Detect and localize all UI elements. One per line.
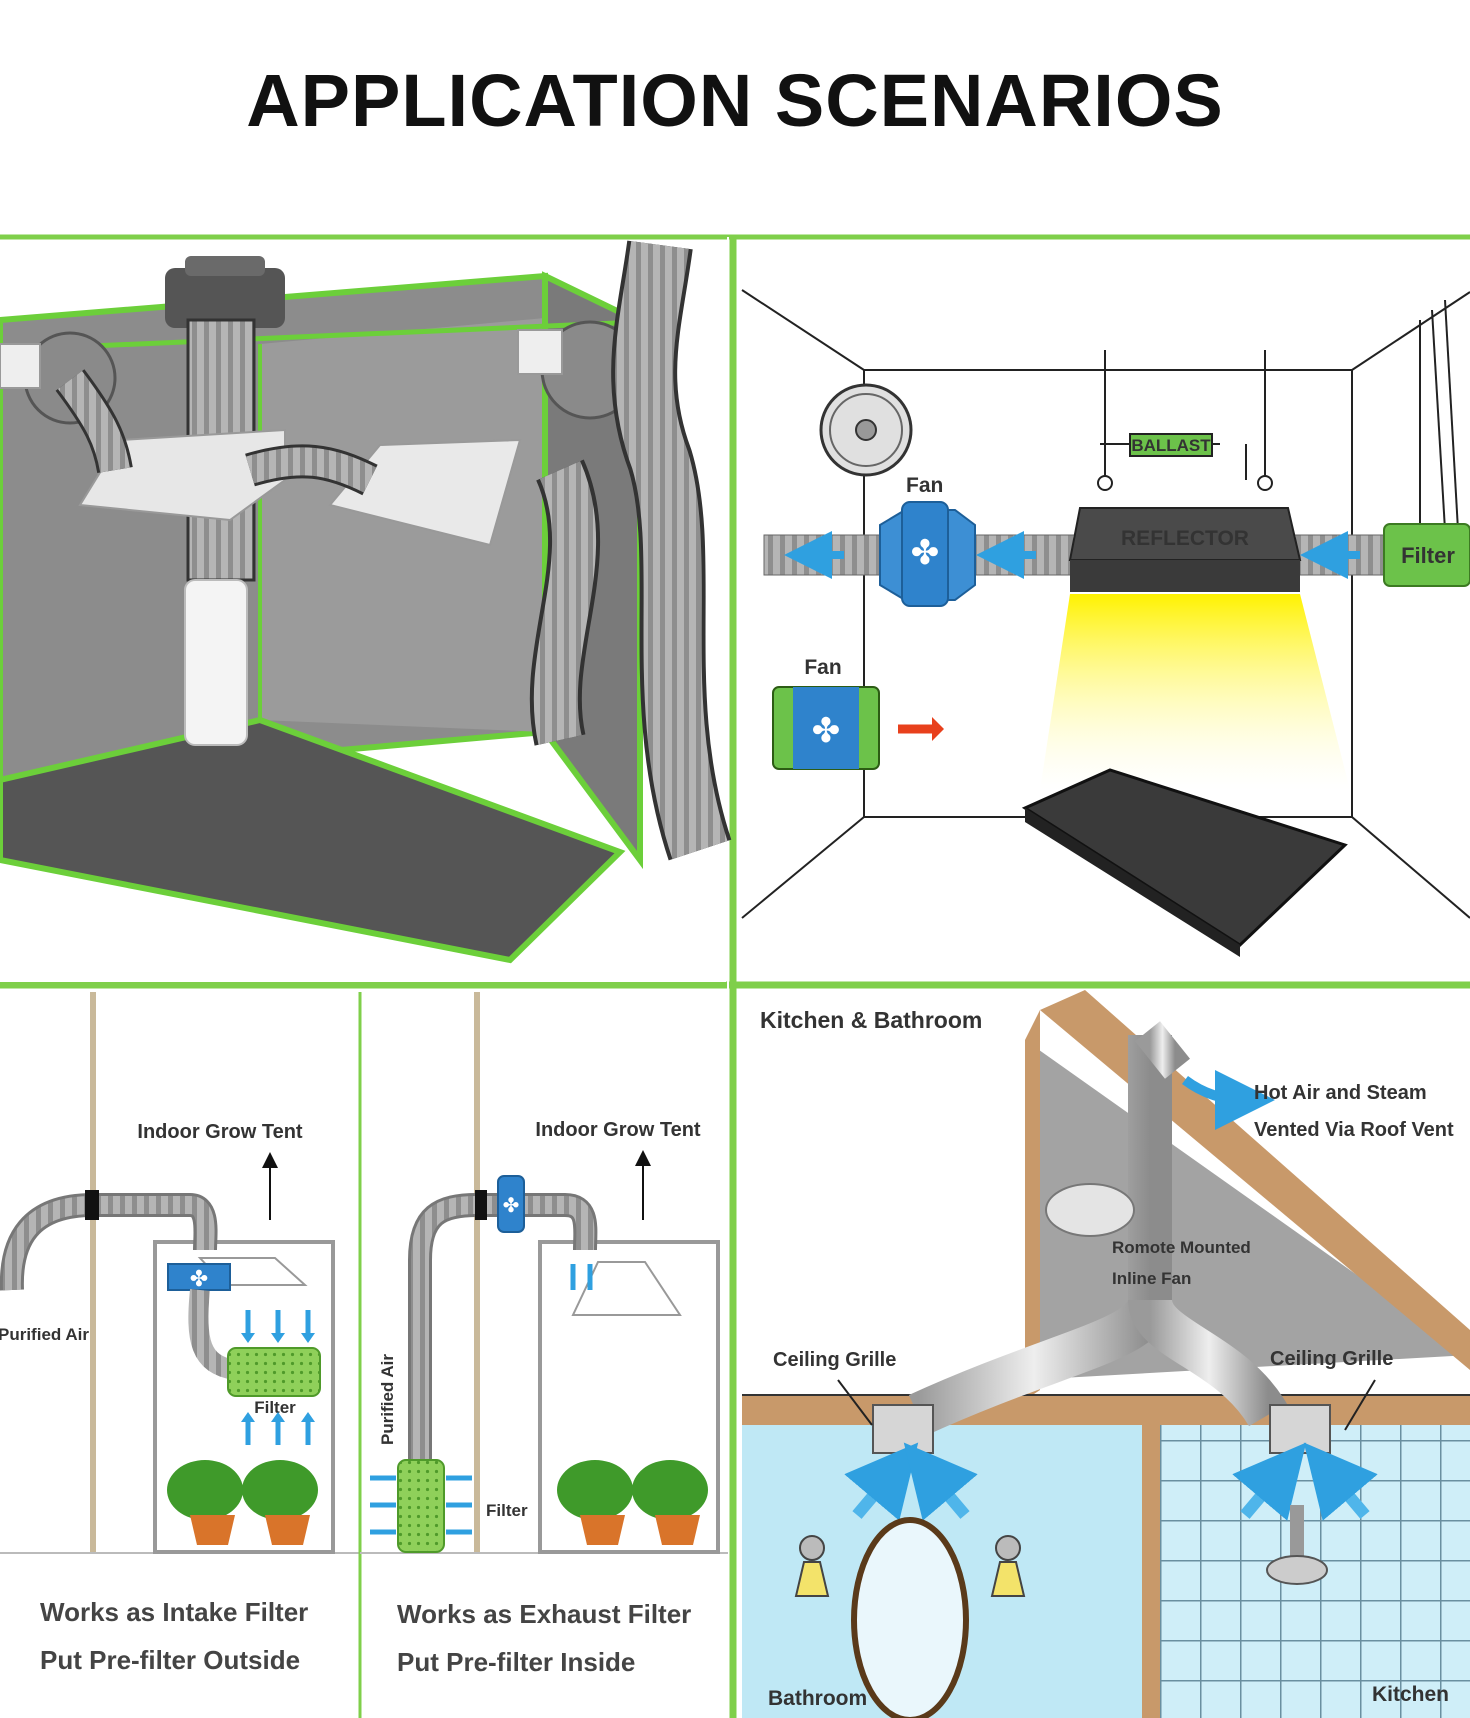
grille-left-label: Ceiling Grille bbox=[773, 1349, 896, 1371]
seedling-tray bbox=[1021, 768, 1348, 957]
intake-caption-1: Works as Intake Filter bbox=[40, 1597, 308, 1627]
svg-text:✤: ✤ bbox=[911, 534, 940, 572]
page-title: APPLICATION SCENARIOS bbox=[246, 59, 1224, 142]
intake-caption-2: Put Pre-filter Outside bbox=[40, 1645, 300, 1675]
panel-grow-room: ✤ Fan BALLAST REFLECTOR Filter Fan bbox=[741, 289, 1470, 957]
exhaust-air-label: Purified Air bbox=[378, 1354, 397, 1445]
wall-fan-icon bbox=[819, 383, 913, 477]
ballast-label: BALLAST bbox=[1131, 436, 1211, 455]
intake-filter-label: Filter bbox=[254, 1398, 296, 1417]
intake-tent-label: Indoor Grow Tent bbox=[137, 1121, 303, 1143]
room-left-label: Bathroom bbox=[768, 1687, 867, 1710]
vent-label-1: Hot Air and Steam bbox=[1254, 1082, 1427, 1104]
panel-kitchen-bathroom: Kitchen & Bathroom Hot Air and Steam Ven… bbox=[742, 990, 1470, 1718]
fan-label-2: Inline Fan bbox=[1112, 1269, 1191, 1288]
svg-text:✤: ✤ bbox=[812, 712, 841, 750]
fan-label-1: Romote Mounted bbox=[1112, 1238, 1251, 1257]
exhaust-caption-1: Works as Exhaust Filter bbox=[397, 1599, 691, 1629]
svg-text:✤: ✤ bbox=[190, 1266, 208, 1291]
fan-top-label: Fan bbox=[906, 474, 943, 497]
kitchen-heading: Kitchen & Bathroom bbox=[760, 1007, 982, 1033]
light-beam bbox=[1040, 594, 1350, 790]
room-right-label: Kitchen bbox=[1372, 1683, 1449, 1706]
fan-left-label: Fan bbox=[804, 656, 841, 679]
exhaust-tent-label: Indoor Grow Tent bbox=[535, 1119, 701, 1141]
panel-grow-tent bbox=[0, 240, 732, 982]
panel-intake: Indoor Grow Tent ✤ Filter bbox=[0, 992, 362, 1718]
filter-label: Filter bbox=[1401, 543, 1455, 568]
svg-text:✤: ✤ bbox=[503, 1195, 520, 1217]
vent-label-2: Vented Via Roof Vent bbox=[1254, 1119, 1454, 1141]
inline-fan-icon: ✤ bbox=[879, 501, 976, 607]
potted-plants-exhaust bbox=[557, 1460, 708, 1545]
inline-fan-icon bbox=[1045, 1183, 1135, 1237]
exhaust-filter-label: Filter bbox=[486, 1501, 528, 1520]
reflector-label: REFLECTOR bbox=[1121, 527, 1249, 550]
exhaust-caption-2: Put Pre-filter Inside bbox=[397, 1647, 635, 1677]
panel-exhaust: Indoor Grow Tent ✤ Filter Purified Air bbox=[360, 992, 728, 1677]
intake-air-label: Purified Air bbox=[0, 1325, 89, 1344]
grille-right-label: Ceiling Grille bbox=[1270, 1348, 1393, 1370]
inline-fan-side-icon: ✤ bbox=[772, 686, 880, 770]
panel-grid-lines bbox=[0, 234, 1470, 1718]
mirror bbox=[851, 1517, 969, 1718]
potted-plants bbox=[167, 1460, 318, 1545]
